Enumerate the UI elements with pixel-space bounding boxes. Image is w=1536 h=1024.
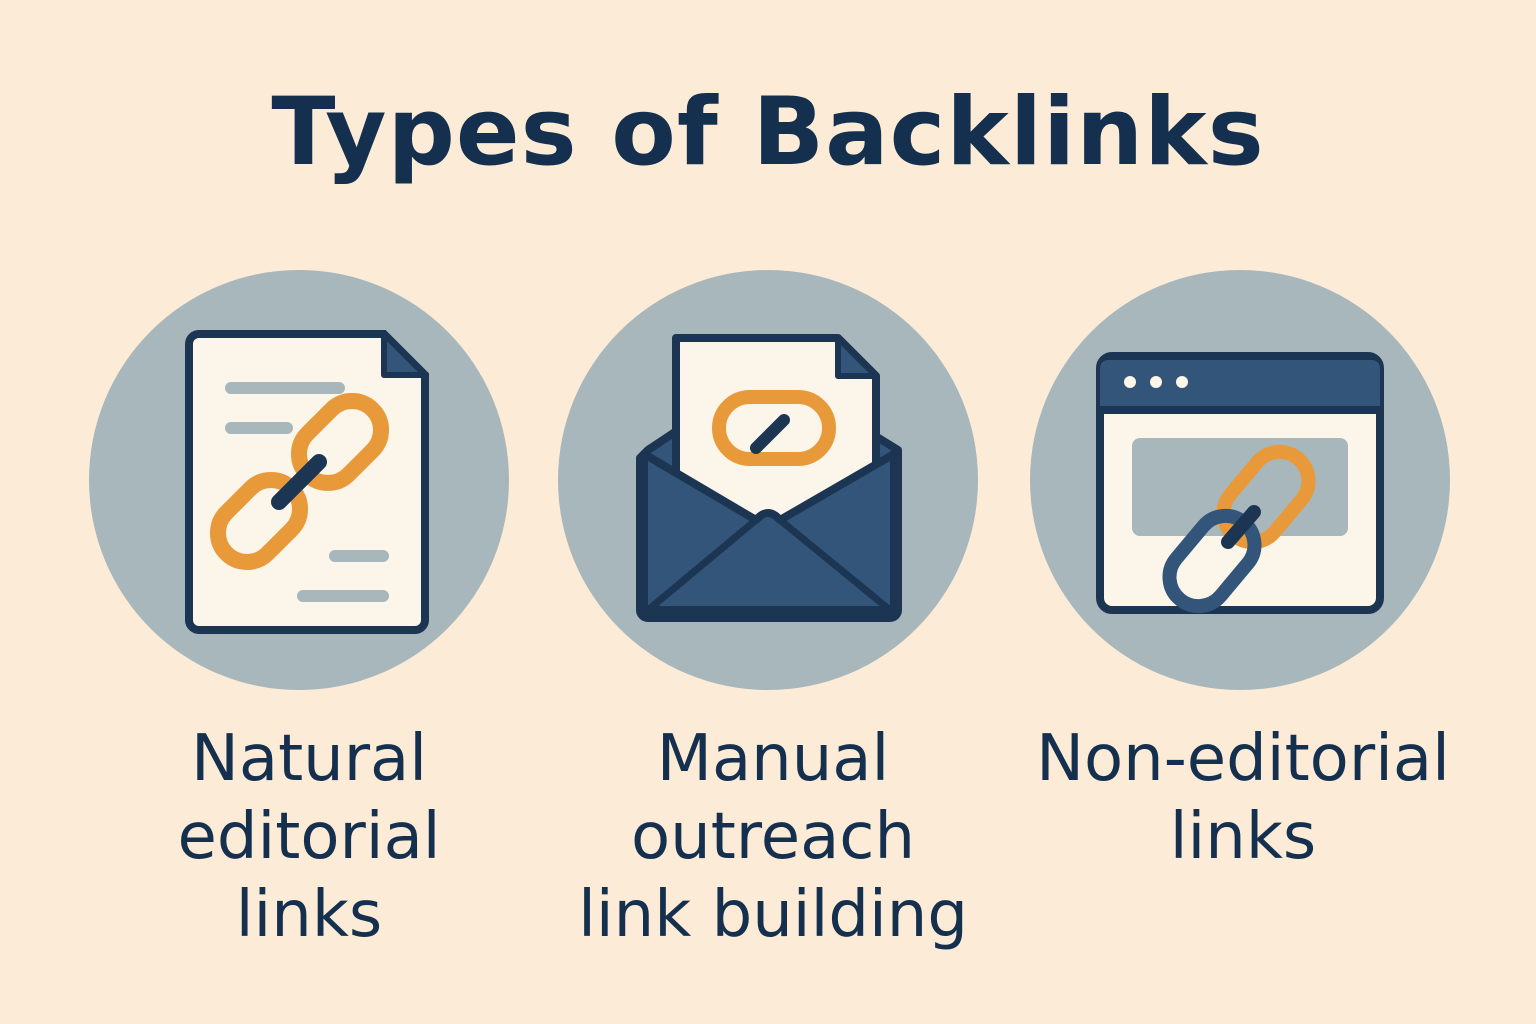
- document-link-icon: [89, 270, 509, 690]
- label-line: link building: [578, 878, 968, 952]
- label-line: outreach: [630, 800, 916, 874]
- page-title: Types of Backlinks: [271, 78, 1265, 187]
- manual-outreach-label: Manual outreach link building: [513, 720, 1033, 954]
- manual-outreach-card: [538, 270, 998, 690]
- label-line: Non-editorial: [1036, 722, 1450, 796]
- label-line: Manual: [656, 722, 890, 796]
- natural-editorial-card: [69, 270, 529, 690]
- non-editorial-card: [1010, 270, 1470, 690]
- label-line: Natural: [190, 722, 428, 796]
- browser-link-icon: [1030, 270, 1450, 690]
- non-editorial-label: Non-editorial links: [983, 720, 1503, 876]
- label-line: editorial: [177, 800, 441, 874]
- envelope-link-icon: [558, 270, 978, 690]
- natural-editorial-label: Natural editorial links: [49, 720, 569, 954]
- label-line: links: [235, 878, 383, 952]
- label-line: links: [1169, 800, 1317, 874]
